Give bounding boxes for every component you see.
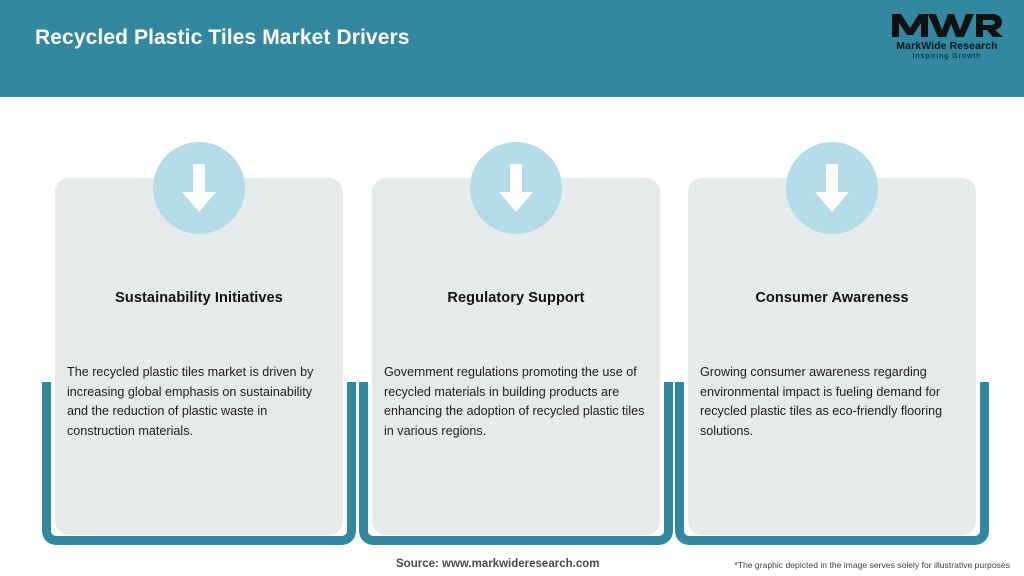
- page-title: Recycled Plastic Tiles Market Drivers: [35, 26, 410, 49]
- logo-tagline: Inspiring Growth: [912, 53, 982, 60]
- card-panel: Regulatory Support Government regulation…: [372, 178, 660, 535]
- card-panel: Sustainability Initiatives The recycled …: [55, 178, 343, 535]
- mwr-logo-icon: [892, 14, 1003, 37]
- down-arrow-glyph: [182, 164, 216, 212]
- card-accent-frame: [675, 382, 989, 545]
- header-bar: Recycled Plastic Tiles Market Drivers Ma…: [0, 0, 1024, 97]
- brand-logo: MarkWide Research Inspiring Growth: [888, 10, 1006, 66]
- card-body-text: Government regulations promoting the use…: [384, 365, 645, 438]
- down-arrow-icon: [786, 142, 878, 234]
- card-panel: Consumer Awareness Growing consumer awar…: [688, 178, 976, 535]
- down-arrow-icon: [153, 142, 245, 234]
- driver-card-3: Consumer Awareness Growing consumer awar…: [675, 142, 989, 546]
- card-heading: Consumer Awareness: [755, 290, 909, 306]
- driver-card-2: Regulatory Support Government regulation…: [359, 142, 673, 546]
- card-accent-frame: [359, 382, 673, 545]
- down-arrow-glyph: [499, 164, 533, 212]
- disclaimer-label: *The graphic depicted in the image serve…: [734, 560, 1010, 570]
- card-body-text: Growing consumer awareness regarding env…: [700, 365, 943, 438]
- down-arrow-icon: [470, 142, 562, 234]
- down-arrow-glyph: [815, 164, 849, 212]
- card-body-text: The recycled plastic tiles market is dri…: [67, 365, 314, 438]
- card-heading: Regulatory Support: [447, 290, 585, 306]
- driver-card-1: Sustainability Initiatives The recycled …: [42, 142, 356, 546]
- card-heading: Sustainability Initiatives: [115, 290, 283, 306]
- card-accent-frame: [42, 382, 356, 545]
- source-label: Source: www.markwideresearch.com: [396, 558, 600, 570]
- logo-name: MarkWide Research: [896, 40, 998, 52]
